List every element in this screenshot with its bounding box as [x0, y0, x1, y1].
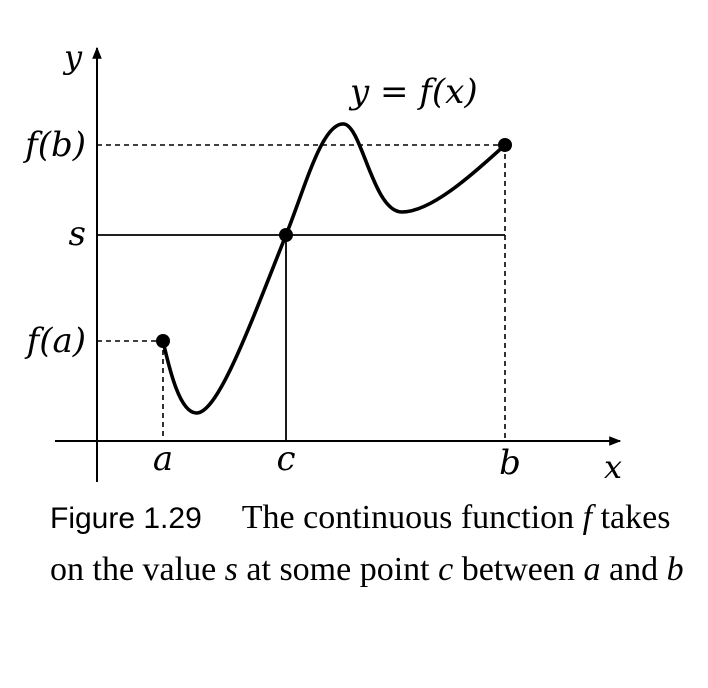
caption-text-2: takes on the value: [50, 499, 671, 588]
y-tick-fb: f(b): [22, 125, 86, 165]
y-tick-s: s: [69, 214, 86, 254]
caption-text-1: The continuous function: [241, 499, 583, 536]
y-axis-label: y: [62, 38, 83, 76]
caption-text-3: at some point: [237, 551, 439, 588]
ivt-figure: y x y = f(x) f(b) s f(a) a c b: [22, 38, 622, 486]
caption-var-a: a: [583, 551, 601, 588]
x-axis-label: x: [604, 448, 622, 486]
figure-number: Figure 1.29: [50, 502, 202, 535]
caption-var-f: f: [582, 499, 593, 536]
x-tick-b: b: [499, 443, 521, 483]
point-c: [279, 228, 293, 242]
figure-caption: Figure 1.29 The continuous function f tak…: [50, 492, 690, 595]
caption-var-s: s: [224, 551, 238, 588]
caption-text-5: and: [600, 551, 667, 588]
x-tick-a: a: [153, 439, 173, 479]
function-curve: [161, 122, 507, 415]
x-tick-c: c: [276, 439, 295, 479]
caption-var-c: c: [438, 551, 454, 588]
point-a: [156, 334, 170, 348]
point-b: [498, 138, 512, 152]
curve-label: y = f(x): [348, 72, 478, 112]
caption-text-4: between: [453, 551, 584, 588]
caption-var-b: b: [666, 551, 684, 588]
y-tick-fa: f(a): [24, 321, 86, 361]
